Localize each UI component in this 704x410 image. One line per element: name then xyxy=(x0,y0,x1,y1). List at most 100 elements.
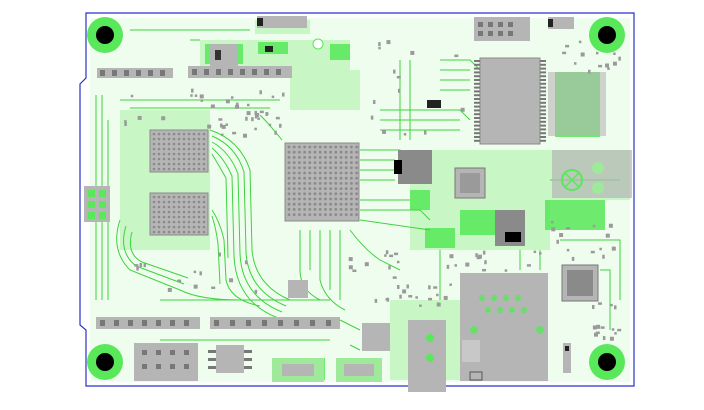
passive-pad xyxy=(612,61,617,66)
bga-ball xyxy=(308,213,312,217)
ic-pin xyxy=(540,136,546,138)
test-point xyxy=(312,38,324,50)
bga-ball xyxy=(182,137,186,141)
bga-ball xyxy=(344,156,348,159)
connector-top-center xyxy=(210,16,307,66)
passive-pad xyxy=(397,88,401,93)
bga-ball xyxy=(152,147,156,151)
bga-ball xyxy=(344,213,348,217)
bga-ball xyxy=(192,142,196,146)
bga-ball xyxy=(318,202,322,206)
connector-top-right xyxy=(474,17,574,41)
bga-ball xyxy=(197,195,201,199)
bga-ball xyxy=(182,167,186,171)
ic-pin xyxy=(474,136,480,138)
bga-ball xyxy=(177,162,181,166)
bga-ball xyxy=(167,157,171,161)
bga-ball xyxy=(202,195,206,199)
connector-right-vertical xyxy=(563,343,571,373)
smd-top-pad xyxy=(265,46,273,52)
bga-ball xyxy=(318,187,322,191)
passive-components xyxy=(124,40,622,341)
bga-ball xyxy=(329,213,332,217)
bga-ball xyxy=(303,187,306,191)
bga-ball xyxy=(292,208,296,211)
passive-pad xyxy=(388,265,391,270)
bga-ball xyxy=(324,197,327,201)
bga-ball xyxy=(197,215,201,219)
passive-pad xyxy=(608,223,613,228)
ic-bottom-soic xyxy=(208,345,252,373)
bga-ball xyxy=(298,187,301,191)
bga-ball xyxy=(350,161,353,165)
bga-ball xyxy=(339,213,343,217)
bga-ball xyxy=(308,187,312,191)
bga-ball xyxy=(172,205,176,209)
bga-ball xyxy=(187,195,191,199)
passive-pad xyxy=(392,276,397,279)
passive-pad xyxy=(446,264,450,269)
ic-pin xyxy=(540,63,546,66)
bga-ball xyxy=(318,176,322,180)
passive-pad xyxy=(259,110,264,114)
bga-ball xyxy=(318,166,322,170)
bga-ball xyxy=(292,192,296,196)
ethernet-jack xyxy=(460,273,548,381)
bga-ball xyxy=(187,142,191,146)
passive-pad xyxy=(482,268,487,272)
passive-pad xyxy=(477,254,482,259)
bga-ball xyxy=(339,156,343,159)
bga-ball xyxy=(172,210,176,214)
bga-ball xyxy=(157,152,161,156)
passive-pad xyxy=(454,54,459,58)
bga-ball xyxy=(313,145,317,149)
passive-pad xyxy=(419,304,422,307)
bga-ball xyxy=(182,157,186,161)
passive-pad xyxy=(443,295,448,300)
bga-ball xyxy=(202,230,206,234)
bga-ball xyxy=(344,166,348,170)
bga-ball xyxy=(172,162,176,166)
bga-ball xyxy=(192,162,196,166)
bga-ball xyxy=(355,161,358,165)
bga-ball xyxy=(318,208,322,211)
header-bottom-middle xyxy=(210,317,340,329)
bga-ball xyxy=(157,220,161,224)
bga-ball xyxy=(308,150,312,154)
passive-pad xyxy=(599,247,602,251)
passive-pad xyxy=(566,227,571,230)
bga-ball xyxy=(172,230,176,234)
passive-pad xyxy=(210,104,215,109)
bga-ball xyxy=(350,156,353,159)
ic-pin xyxy=(540,105,546,108)
bga-ball xyxy=(287,197,291,201)
ic-pin xyxy=(540,90,546,93)
bga-ball xyxy=(298,150,301,154)
passive-pad xyxy=(199,94,204,99)
bga-ball xyxy=(313,192,317,196)
ic-pin xyxy=(474,79,480,81)
header-top-left xyxy=(97,68,173,78)
bga-ball xyxy=(187,205,191,209)
passive-pad xyxy=(193,284,198,289)
bga-ball xyxy=(192,230,196,234)
passive-pad xyxy=(245,260,248,265)
passive-pad xyxy=(433,286,438,289)
bga-ball xyxy=(324,166,327,170)
passive-pad xyxy=(396,284,400,289)
passive-pad xyxy=(598,64,603,68)
bga-ball xyxy=(292,176,296,180)
header-bottom-2x4 xyxy=(134,343,198,381)
bga-ball xyxy=(303,202,306,206)
bga-ball xyxy=(313,166,317,170)
bga-ball xyxy=(177,167,181,171)
passive-pad xyxy=(403,133,407,136)
passive-pad xyxy=(594,332,599,337)
copper-traces xyxy=(95,29,621,351)
passive-pad xyxy=(139,263,143,268)
bga-ball xyxy=(202,220,206,224)
bga-ball xyxy=(167,142,171,146)
passive-pad xyxy=(229,278,234,283)
bga-ball xyxy=(192,132,196,136)
bga-ball xyxy=(162,230,166,234)
